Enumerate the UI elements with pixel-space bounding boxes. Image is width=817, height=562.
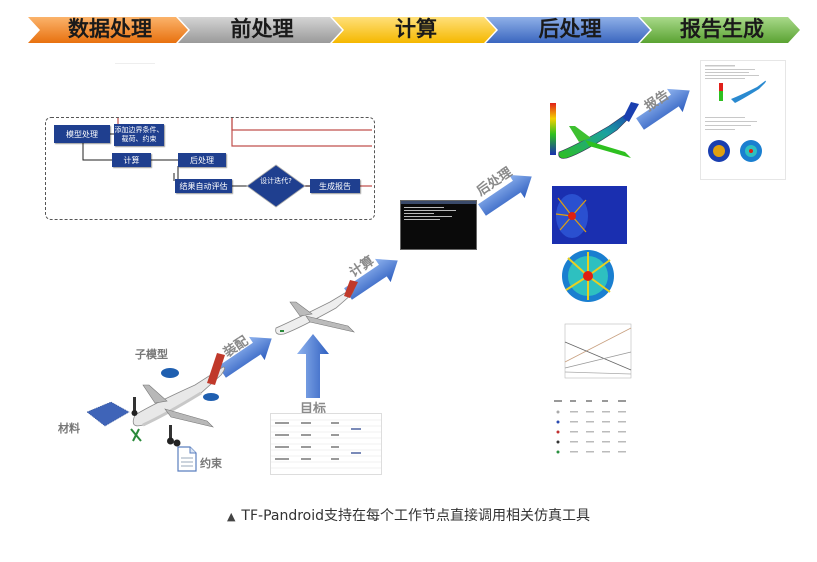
stage-chevron-data bbox=[28, 17, 188, 43]
flow-box-model-processing: 模型处理 bbox=[54, 125, 110, 143]
stage-label-postprocessing: 后处理 bbox=[538, 17, 602, 41]
stage-label-compute: 计算 bbox=[395, 17, 437, 41]
solver-console-window bbox=[400, 200, 477, 250]
material-patch bbox=[86, 401, 130, 427]
submodel-aircraft-parts bbox=[130, 353, 225, 447]
flow-box-generate-report: 生成报告 bbox=[310, 179, 360, 193]
contour-engine-1 bbox=[552, 186, 627, 244]
stage-chevron-post bbox=[486, 17, 650, 43]
arrow-assembly bbox=[218, 336, 272, 378]
arrow-postprocess bbox=[478, 174, 532, 216]
label-constraint: 约束 bbox=[200, 457, 222, 470]
report-document-thumbnail bbox=[700, 60, 786, 180]
arrow-target bbox=[297, 334, 329, 398]
flow-diamond-label: 设计迭代? bbox=[260, 177, 292, 185]
flowchart-panel bbox=[45, 117, 375, 220]
label-submodel: 子模型 bbox=[135, 348, 168, 361]
flow-diamond-design-iteration bbox=[246, 164, 306, 208]
flow-box-postprocess: 后处理 bbox=[178, 153, 226, 167]
flow-box-add-conditions: 添加边界条件、载荷、约束 bbox=[114, 124, 164, 146]
document-icon bbox=[177, 446, 197, 472]
target-table-thumbnail bbox=[270, 413, 382, 475]
caption-text: TF-Pandroid支持在每个工作节点直接调用相关仿真工具 bbox=[241, 508, 591, 524]
contour-engine-2 bbox=[552, 248, 627, 306]
stage-chevron-pre bbox=[178, 17, 342, 43]
stage-label-data-processing: 数据处理 bbox=[68, 17, 152, 41]
result-summary-table bbox=[554, 400, 626, 454]
arrow-report bbox=[636, 88, 690, 130]
label-material: 材料 bbox=[58, 422, 80, 435]
stage-label-preprocessing: 前处理 bbox=[230, 17, 294, 41]
figure-caption: ▲ TF-Pandroid支持在每个工作节点直接调用相关仿真工具 bbox=[0, 505, 817, 525]
flow-box-compute: 计算 bbox=[112, 153, 151, 167]
result-line-plot bbox=[564, 323, 632, 379]
stage-chevron-report bbox=[640, 17, 800, 43]
header-divider bbox=[115, 63, 155, 64]
stage-chevron-compute bbox=[332, 17, 496, 43]
stage-label-report: 报告生成 bbox=[680, 17, 764, 41]
colorbar-legend bbox=[550, 103, 556, 155]
contour-aircraft bbox=[558, 102, 639, 159]
stage-chevron-bar bbox=[28, 17, 800, 43]
flow-box-auto-evaluate: 结果自动评估 bbox=[175, 179, 232, 193]
assembled-aircraft bbox=[275, 280, 358, 335]
flow-arrows bbox=[218, 88, 690, 398]
caption-triangle-icon: ▲ bbox=[226, 510, 236, 523]
arrow-compute bbox=[344, 258, 398, 300]
